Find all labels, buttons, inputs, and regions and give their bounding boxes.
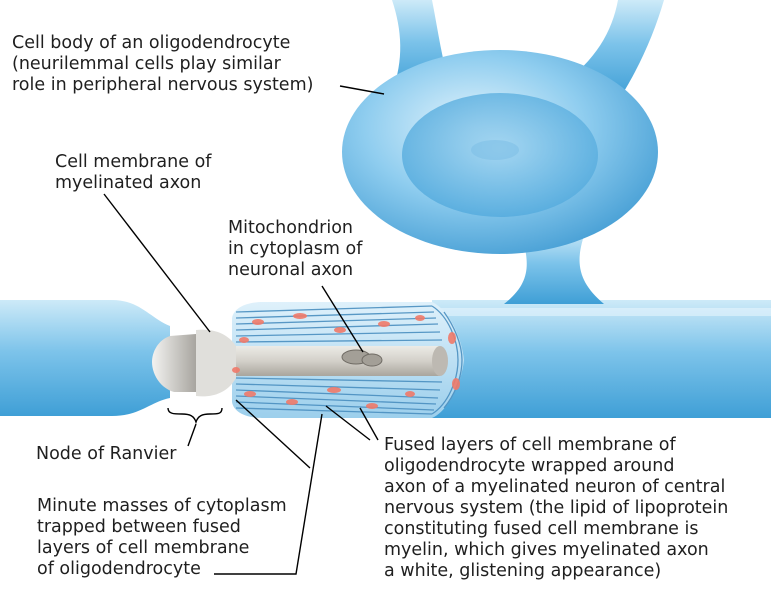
node-bracket	[168, 408, 222, 422]
label-cell-body: Cell body of an oligodendrocyte (neurile…	[12, 33, 313, 96]
label-mitochondrion: Mitochondrion in cytoplasm of neuronal a…	[228, 218, 362, 281]
label-fused-layers: Fused layers of cell membrane of oligode…	[384, 435, 728, 582]
label-cell-membrane: Cell membrane of myelinated axon	[55, 152, 211, 194]
leader-node	[188, 424, 196, 446]
node-of-ranvier	[152, 330, 236, 397]
axon-cylinder	[228, 346, 448, 376]
label-node-of-ranvier: Node of Ranvier	[36, 444, 176, 465]
label-cytoplasm-masses: Minute masses of cytoplasm trapped betwe…	[37, 496, 287, 580]
